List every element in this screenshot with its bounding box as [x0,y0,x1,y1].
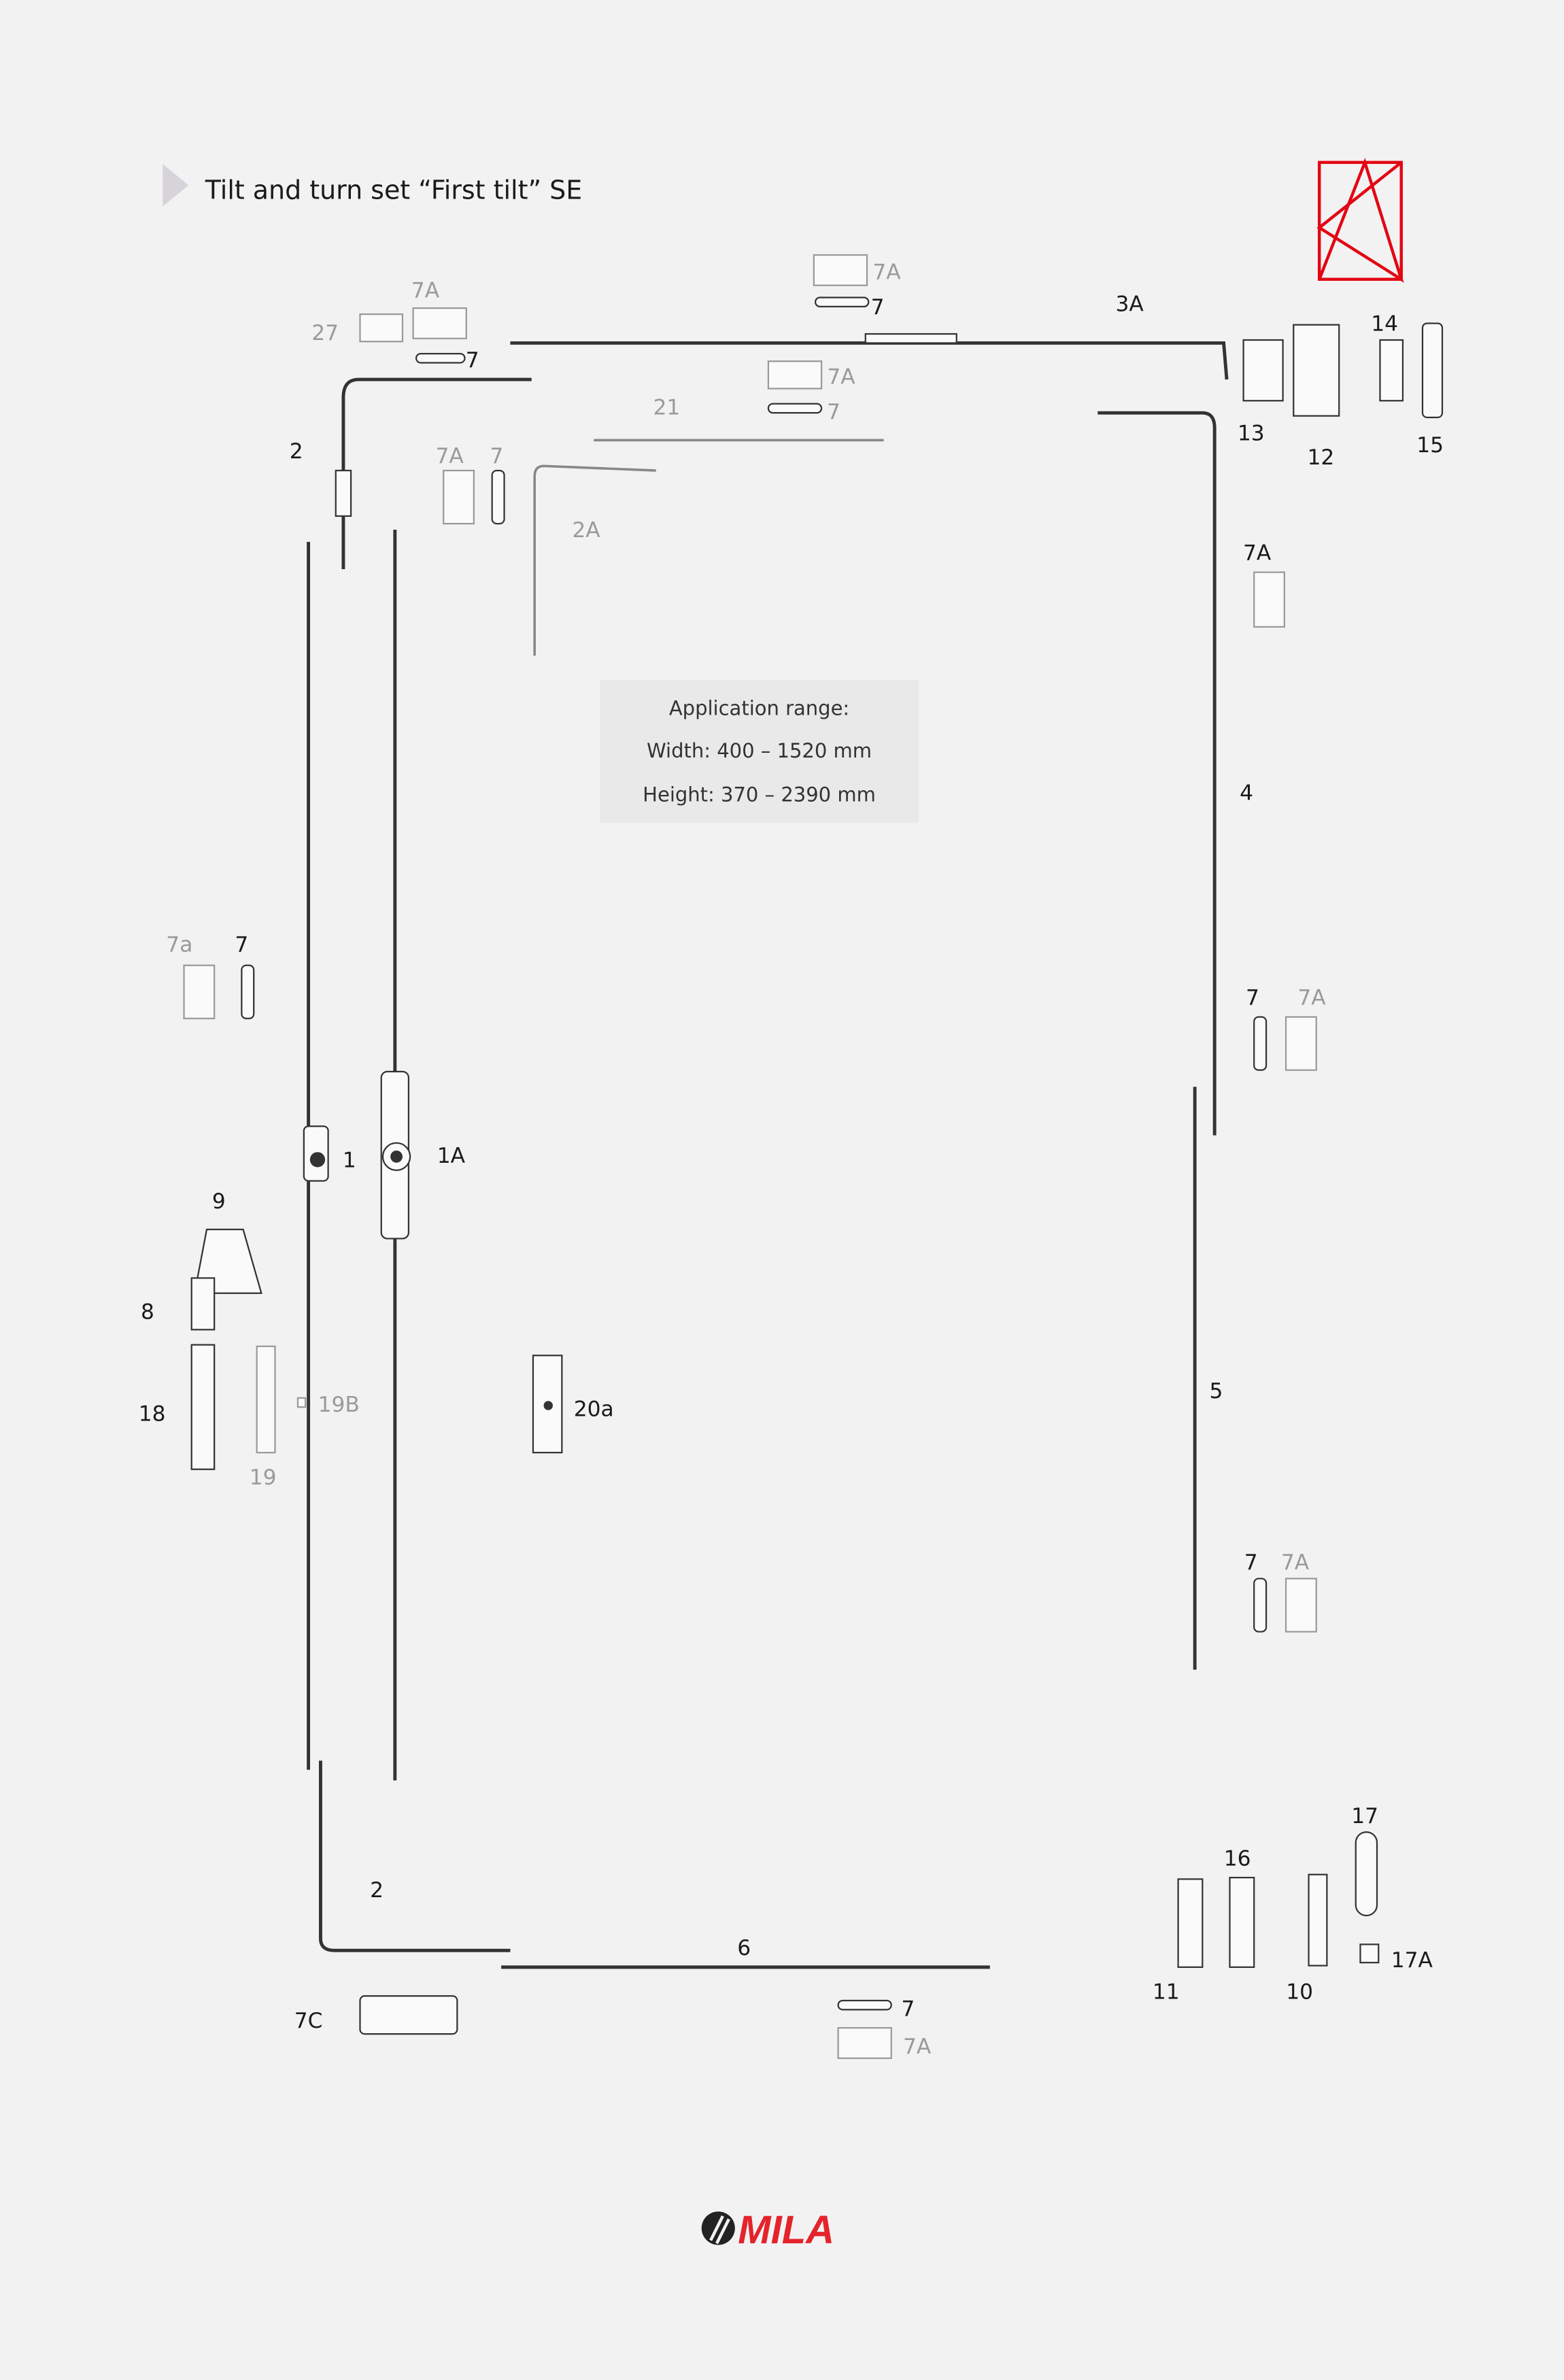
roller-7-21 [767,403,823,414]
label: 2 [290,439,303,464]
label: 7A [1281,1550,1310,1575]
corner-2A [533,464,656,656]
label: 17 [1351,1804,1378,1829]
label: 9 [212,1189,226,1214]
label: 14 [1371,312,1398,337]
label: 6 [737,1936,751,1960]
label: 12 [1308,445,1335,470]
label: 19 [250,1465,277,1490]
label: 27 [311,321,339,345]
part-17 [1355,1831,1378,1917]
label: 7A [903,2035,932,2059]
part-19B [296,1397,307,1408]
label: 7 [490,444,503,469]
mila-logo: MILA [701,2208,834,2252]
roller-7-27 [415,352,466,364]
application-range-heading: Application range: [669,696,849,719]
label: 7 [901,1996,915,2021]
keeper-7A-2A [443,469,475,525]
application-range-box: Application range: Width: 400 – 1520 mm … [600,680,919,823]
application-range-width: Width: 400 – 1520 mm [647,739,872,762]
brand-name: MILA [738,2208,834,2252]
part-8 [190,1277,216,1331]
part-11 [1177,1878,1204,1968]
keeper-7a-left [183,964,216,1019]
label: 8 [141,1300,154,1325]
part-3A-detail [864,333,957,344]
corner-2-bottom [318,1761,511,1952]
label: 7 [1244,1550,1258,1575]
label: 1 [343,1149,356,1173]
part-2-keep [335,469,352,517]
keeper-7A-top [813,254,868,286]
label: 2A [572,518,600,543]
keeper-7A-right-mid [1285,1016,1317,1071]
hardware-parts [183,254,1444,2059]
label: 7A [827,365,855,390]
label: 17A [1391,1948,1433,1973]
roller-7-top [814,296,870,308]
part-12 [1293,324,1340,417]
part-15 [1421,322,1444,418]
label: 7 [1246,986,1259,1010]
keeper-7A-right-low [1285,1578,1317,1633]
roller-7-bottom [837,1999,892,2011]
keeper-7A-bottom [837,2027,892,2059]
corner-2-top [341,377,532,570]
label: 11 [1153,1980,1180,2005]
label: 7C [294,2009,323,2033]
label: 15 [1416,433,1444,458]
roller-7-2A [491,469,505,525]
tilt-turn-window-icon [1316,158,1404,283]
roller-7-left [241,964,255,1019]
label: 5 [1209,1379,1223,1404]
label: 19B [318,1393,360,1417]
label: 7A [436,444,464,469]
label: 7a [166,933,192,957]
label: 7A [872,260,901,285]
part-20a [532,1355,563,1454]
label: 16 [1224,1846,1251,1871]
page-title: Tilt and turn set “First tilt” SE [205,175,582,205]
part-14 [1379,339,1404,402]
part-18 [190,1344,216,1470]
label: 7A [1243,541,1272,566]
label: 4 [1240,781,1253,805]
label: 18 [139,1401,166,1426]
label: 7 [827,400,840,424]
label: 1A [437,1144,466,1168]
part-19 [256,1345,276,1454]
keeper-7A-27 [412,307,467,339]
label: 7A [1297,986,1326,1010]
part-13 [1242,339,1284,402]
corner-4 [1098,411,1217,1136]
rod-3A [510,341,1229,380]
label: 7A [411,279,440,303]
label: 3A [1116,292,1144,317]
label: 21 [653,395,680,420]
keeper-7A-21 [767,360,823,390]
label: 2 [370,1878,384,1903]
part-27 [359,313,404,343]
label: 7 [871,295,885,320]
label: 10 [1286,1980,1313,2005]
label: 7 [466,348,479,373]
roller-7-right-mid [1253,1016,1268,1071]
keeper-7C [359,1995,458,2035]
label: 7 [235,933,248,957]
title-arrow-icon [163,164,189,207]
roller-7-right-low [1253,1578,1268,1633]
part-10 [1308,1873,1328,1967]
label: 20a [574,1397,614,1422]
part-16 [1229,1877,1255,1968]
part-17A [1359,1943,1380,1964]
part-labels: 7A 7 3A 7A 27 7 14 13 12 15 7A 7 21 2 7A… [139,260,1444,2059]
application-range-height: Height: 370 – 2390 mm [643,783,876,806]
label: 13 [1238,421,1265,445]
keeper-7A-right [1253,571,1285,628]
